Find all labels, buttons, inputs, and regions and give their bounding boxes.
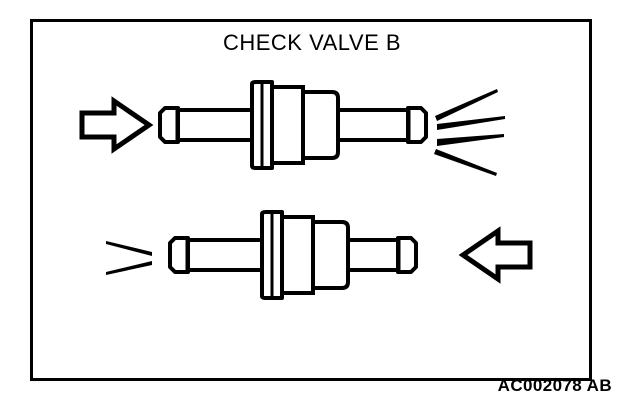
valve-inlet-tube-top xyxy=(170,108,254,142)
figure-border xyxy=(30,19,592,381)
figure-code: AC002078 AB xyxy=(497,376,612,395)
valve-outlet-tube-top xyxy=(334,108,416,142)
spray-lines-left xyxy=(106,241,152,275)
spray-line-right-3 xyxy=(437,134,504,146)
spray-line-right-2 xyxy=(437,116,505,130)
valve-inlet-tube-bottom xyxy=(180,238,264,272)
figure-title: CHECK VALVE B xyxy=(222,30,402,55)
valve-outlet-tube-bottom xyxy=(344,238,406,272)
spray-line-left-2 xyxy=(106,261,152,275)
spray-line-right-4 xyxy=(434,149,497,176)
flow-arrow-right-icon xyxy=(79,96,154,154)
check-valve-assembly-top xyxy=(79,80,505,176)
spray-lines-right xyxy=(434,89,505,176)
flow-arrow-left-icon xyxy=(458,226,533,284)
valve-body-right-section-top xyxy=(298,90,340,160)
valve-body-middle-section-bottom xyxy=(278,215,315,295)
spray-line-right-1 xyxy=(435,89,498,121)
valve-body-right-section-bottom xyxy=(308,220,350,290)
check-valve-assembly-bottom xyxy=(106,210,533,300)
valve-outlet-cap-top xyxy=(406,106,428,144)
valve-inlet-cap-bottom xyxy=(168,236,190,274)
valve-inlet-cap-top xyxy=(158,106,180,144)
spray-line-left-1 xyxy=(106,241,152,256)
valve-outlet-cap-bottom xyxy=(396,236,418,274)
valve-body-middle-section-top xyxy=(268,85,305,165)
